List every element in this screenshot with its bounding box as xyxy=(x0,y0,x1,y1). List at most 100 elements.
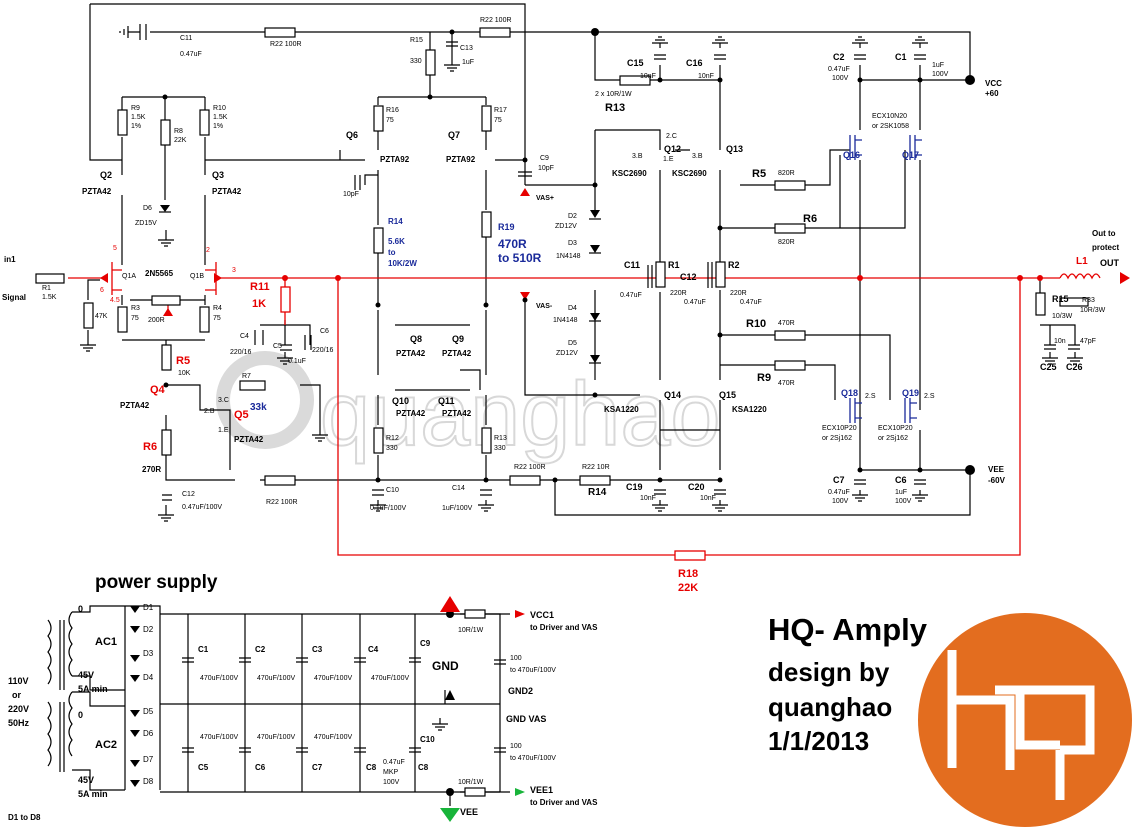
mosfets xyxy=(849,135,922,423)
svg-text:C6: C6 xyxy=(895,475,907,485)
svg-text:100V: 100V xyxy=(895,498,912,505)
svg-text:R9: R9 xyxy=(131,105,140,112)
svg-text:R15: R15 xyxy=(410,37,423,44)
svg-text:330: 330 xyxy=(386,445,398,452)
svg-text:R1: R1 xyxy=(42,285,51,292)
svg-text:C7: C7 xyxy=(833,475,845,485)
svg-text:R12: R12 xyxy=(386,435,399,442)
svg-text:C15: C15 xyxy=(627,58,644,68)
svg-text:C9: C9 xyxy=(540,155,549,162)
svg-text:D2: D2 xyxy=(143,625,154,634)
svg-text:1uF/100V: 1uF/100V xyxy=(442,505,473,512)
svg-text:OUT: OUT xyxy=(1100,258,1120,268)
svg-text:GND: GND xyxy=(432,659,459,673)
svg-text:C11: C11 xyxy=(624,260,640,270)
svg-text:R19: R19 xyxy=(498,222,515,232)
svg-text:2.S: 2.S xyxy=(865,393,876,400)
svg-text:C8: C8 xyxy=(366,763,377,772)
svg-text:R18: R18 xyxy=(678,568,698,580)
svg-text:to 470uF/100V: to 470uF/100V xyxy=(510,667,556,674)
svg-text:Q5: Q5 xyxy=(234,409,249,421)
svg-text:PZTA42: PZTA42 xyxy=(82,187,112,196)
svg-text:Q6: Q6 xyxy=(346,130,358,140)
svg-text:10R/1W: 10R/1W xyxy=(458,779,484,786)
svg-text:10nF: 10nF xyxy=(640,495,656,502)
capacitors xyxy=(128,24,1080,501)
svg-text:D6: D6 xyxy=(143,729,154,738)
svg-text:0.47uF: 0.47uF xyxy=(684,299,706,306)
svg-text:AC2: AC2 xyxy=(95,739,117,751)
svg-text:R5: R5 xyxy=(752,168,766,180)
svg-text:0.1uF/100V: 0.1uF/100V xyxy=(370,505,407,512)
svg-text:R22 100R: R22 100R xyxy=(480,17,512,24)
title-line2: design by xyxy=(768,657,890,687)
svg-text:C10: C10 xyxy=(386,487,399,494)
svg-text:C19: C19 xyxy=(626,482,643,492)
svg-text:C4: C4 xyxy=(368,645,379,654)
svg-text:R22 100R: R22 100R xyxy=(514,464,546,471)
svg-text:22K: 22K xyxy=(174,137,187,144)
svg-text:C2: C2 xyxy=(833,52,845,62)
svg-text:KSA1220: KSA1220 xyxy=(732,405,767,414)
svg-text:10K: 10K xyxy=(178,370,191,377)
svg-text:470uF/100V: 470uF/100V xyxy=(200,675,238,682)
svg-text:470uF/100V: 470uF/100V xyxy=(314,734,352,741)
svg-text:0.47uF: 0.47uF xyxy=(740,299,762,306)
svg-text:220/16: 220/16 xyxy=(230,349,252,356)
svg-text:470uF/100V: 470uF/100V xyxy=(200,734,238,741)
svg-text:100V: 100V xyxy=(832,498,849,505)
svg-text:Q7: Q7 xyxy=(448,130,460,140)
svg-text:5A min: 5A min xyxy=(78,684,108,694)
svg-text:PZTA92: PZTA92 xyxy=(380,155,410,164)
svg-text:ECX10P20: ECX10P20 xyxy=(822,425,857,432)
svg-text:ZD12V: ZD12V xyxy=(556,350,578,357)
svg-text:Q13: Q13 xyxy=(726,144,743,154)
svg-text:C9: C9 xyxy=(420,639,431,648)
svg-text:110V: 110V xyxy=(8,676,29,686)
svg-text:R15: R15 xyxy=(1052,294,1069,304)
svg-text:C12: C12 xyxy=(680,272,697,282)
svg-text:ECX10N20: ECX10N20 xyxy=(872,113,907,120)
svg-text:R22 10R: R22 10R xyxy=(582,464,610,471)
svg-text:R11: R11 xyxy=(250,281,270,293)
svg-text:Q3: Q3 xyxy=(212,170,224,180)
svg-text:R3: R3 xyxy=(131,305,140,312)
svg-text:GND2: GND2 xyxy=(508,686,533,696)
svg-text:2.C: 2.C xyxy=(666,133,677,140)
svg-text:C4: C4 xyxy=(240,333,249,340)
svg-text:2.S: 2.S xyxy=(924,393,935,400)
svg-text:10K/2W: 10K/2W xyxy=(388,259,417,268)
title-block: HQ- Amply design by quanghao 1/1/2013 xyxy=(768,612,928,756)
svg-text:VEE: VEE xyxy=(988,465,1005,474)
svg-text:75: 75 xyxy=(213,315,221,322)
svg-text:ZD15V: ZD15V xyxy=(135,220,157,227)
svg-text:R13: R13 xyxy=(605,102,625,114)
svg-text:470uF/100V: 470uF/100V xyxy=(314,675,352,682)
svg-text:3: 3 xyxy=(232,267,236,274)
svg-text:D7: D7 xyxy=(143,755,154,764)
svg-text:470R: 470R xyxy=(778,380,795,387)
svg-text:75: 75 xyxy=(386,117,394,124)
svg-text:50Hz: 50Hz xyxy=(8,718,30,728)
svg-text:PZTA42: PZTA42 xyxy=(442,349,472,358)
svg-text:C11: C11 xyxy=(180,35,192,42)
svg-text:Q1B: Q1B xyxy=(190,273,204,280)
svg-text:PZTA42: PZTA42 xyxy=(120,401,150,410)
svg-text:C12: C12 xyxy=(182,491,195,498)
svg-text:C6: C6 xyxy=(255,763,266,772)
svg-text:45V: 45V xyxy=(78,775,94,785)
svg-text:220V: 220V xyxy=(8,704,29,714)
svg-text:Q19: Q19 xyxy=(902,388,919,398)
svg-text:6: 6 xyxy=(100,287,104,294)
svg-text:100V: 100V xyxy=(832,75,849,82)
svg-text:C7: C7 xyxy=(312,763,323,772)
svg-text:0.47uF: 0.47uF xyxy=(180,51,202,58)
svg-text:75: 75 xyxy=(131,315,139,322)
svg-text:100V: 100V xyxy=(383,779,400,786)
svg-text:PZTA42: PZTA42 xyxy=(212,187,242,196)
svg-text:Q2: Q2 xyxy=(100,170,112,180)
svg-text:or: or xyxy=(12,690,21,700)
svg-text:1.E: 1.E xyxy=(663,156,674,163)
svg-text:10R/1W: 10R/1W xyxy=(458,627,484,634)
svg-text:ZD12V: ZD12V xyxy=(555,223,577,230)
